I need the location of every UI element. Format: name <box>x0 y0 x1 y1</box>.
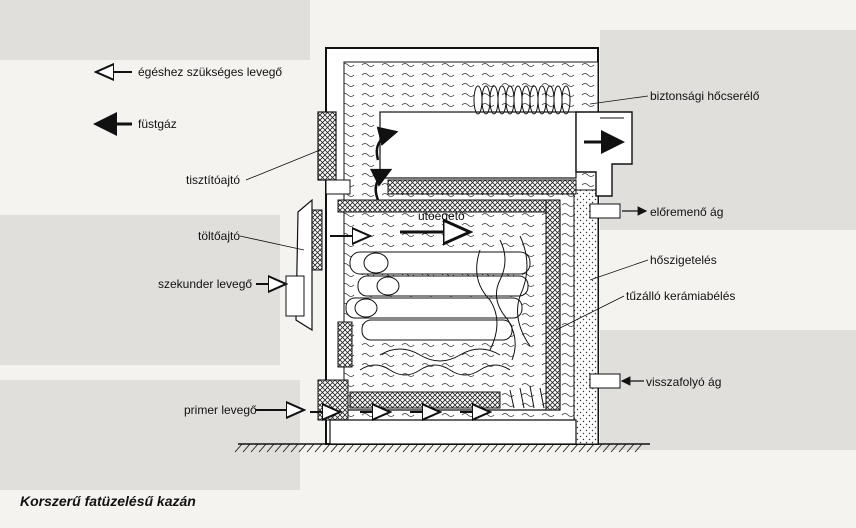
labels: tisztítóajtó töltőajtó szekunder levegő … <box>158 89 760 417</box>
label-primary-air: primer levegő <box>184 403 257 417</box>
label-safety-heat-exchanger: biztonsági hőcserélő <box>650 89 760 103</box>
label-cleaning-door: tisztítóajtó <box>186 173 240 187</box>
background-ghost-text <box>0 0 856 490</box>
legend: égéshez szükséges levegő füstgáz <box>93 65 282 136</box>
label-flow-pipe: előremenő ág <box>650 205 723 219</box>
label-loading-door: töltőajtó <box>198 229 240 243</box>
label-secondary-air: szekunder levegő <box>158 277 252 291</box>
pipes <box>589 203 621 389</box>
label-refractory-lining: tűzálló kerámiabélés <box>626 289 735 303</box>
flow-arrows <box>310 126 625 412</box>
caption: Korszerű fatüzelésű kazán <box>20 493 196 509</box>
label-afterburner: utóégető <box>418 209 465 223</box>
doors <box>285 111 351 332</box>
air-legend-label: égéshez szükséges levegő <box>138 65 282 79</box>
label-return-pipe: visszafolyó ág <box>646 375 721 389</box>
firewood <box>345 251 531 376</box>
safety-heat-exchanger-coil <box>473 85 571 115</box>
combustion-chamber <box>317 199 577 445</box>
label-insulation: hőszigetelés <box>650 253 717 267</box>
smoke-legend-label: füstgáz <box>138 117 177 131</box>
flames <box>476 235 545 409</box>
